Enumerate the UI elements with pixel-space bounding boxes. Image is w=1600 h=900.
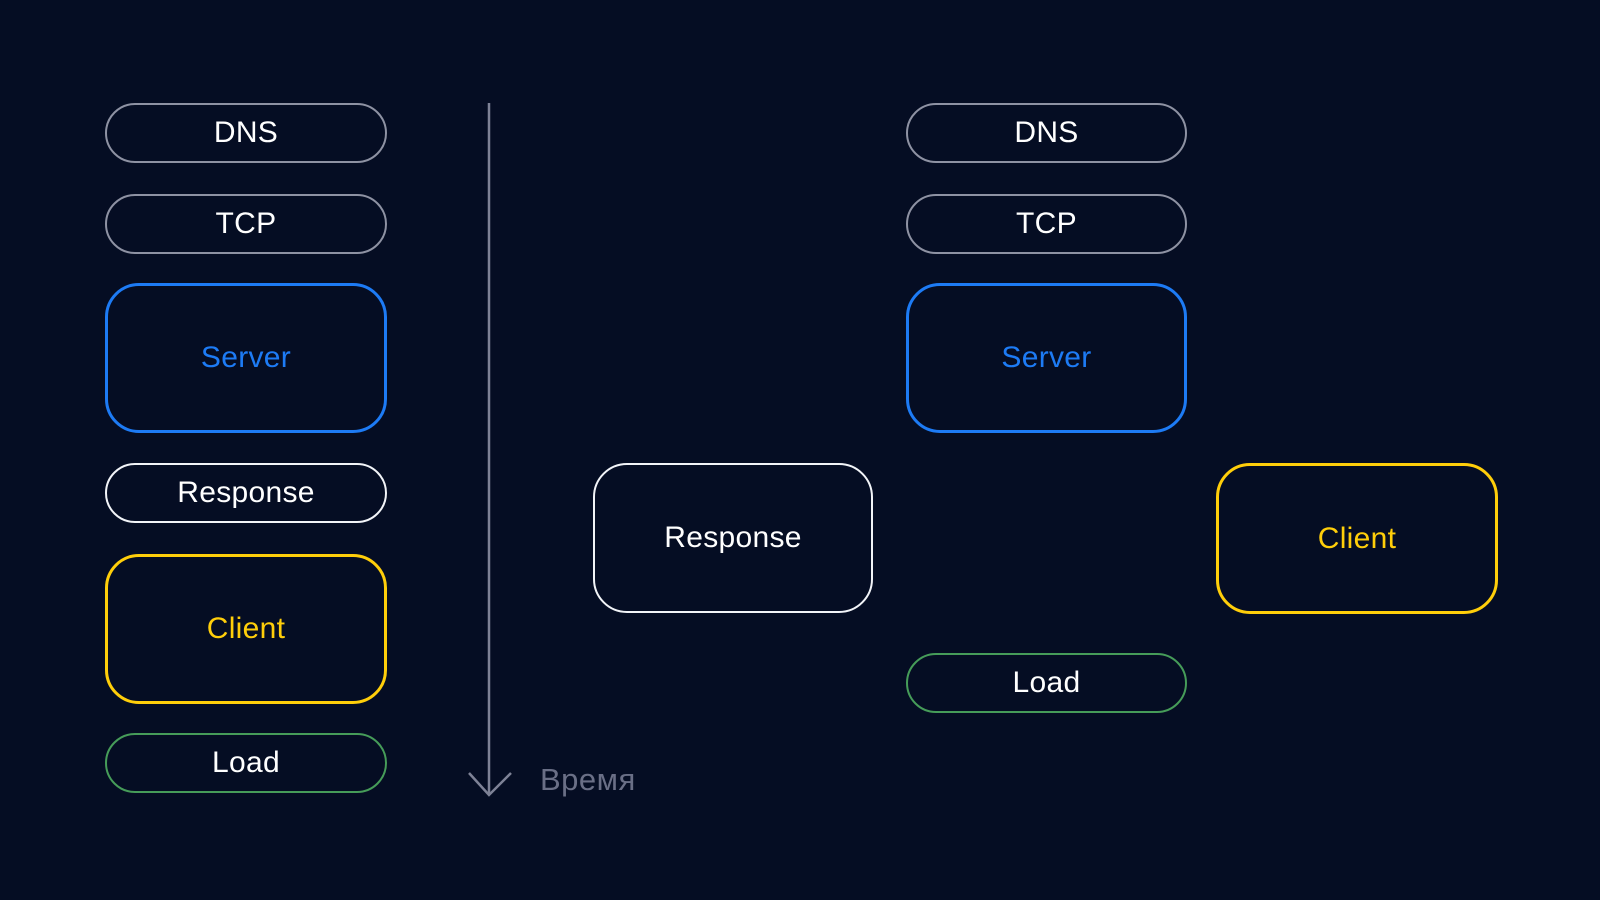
node-client-left: Client xyxy=(105,554,387,704)
node-response-left: Response xyxy=(105,463,387,523)
node-client-left-label: Client xyxy=(206,612,286,645)
node-load-left: Load xyxy=(105,733,387,793)
node-load-timeline: Load xyxy=(906,653,1187,713)
node-dns-timeline-label: DNS xyxy=(1014,116,1079,149)
node-client-timeline-label: Client xyxy=(1317,521,1397,555)
node-load-timeline-label: Load xyxy=(1012,666,1081,699)
node-dns-left-label: DNS xyxy=(213,116,279,149)
node-tcp-timeline: TCP xyxy=(906,194,1187,254)
node-dns-timeline: DNS xyxy=(906,103,1187,163)
node-tcp-left: TCP xyxy=(105,194,387,254)
node-response-timeline: Response xyxy=(593,463,873,613)
node-server-timeline: Server xyxy=(906,283,1187,433)
node-client-timeline: Client xyxy=(1216,463,1498,614)
node-tcp-timeline-label: TCP xyxy=(1016,207,1077,240)
time-axis-label: Время xyxy=(540,762,636,797)
node-response-timeline-label: Response xyxy=(664,521,802,554)
node-dns-left: DNS xyxy=(105,103,387,163)
node-load-left-label: Load xyxy=(212,746,280,779)
time-arrow-down-icon xyxy=(468,103,512,797)
node-tcp-left-label: TCP xyxy=(215,207,277,240)
node-server-timeline-label: Server xyxy=(1001,341,1092,374)
node-server-left: Server xyxy=(105,283,387,433)
node-response-left-label: Response xyxy=(177,476,315,509)
node-server-left-label: Server xyxy=(200,341,292,374)
